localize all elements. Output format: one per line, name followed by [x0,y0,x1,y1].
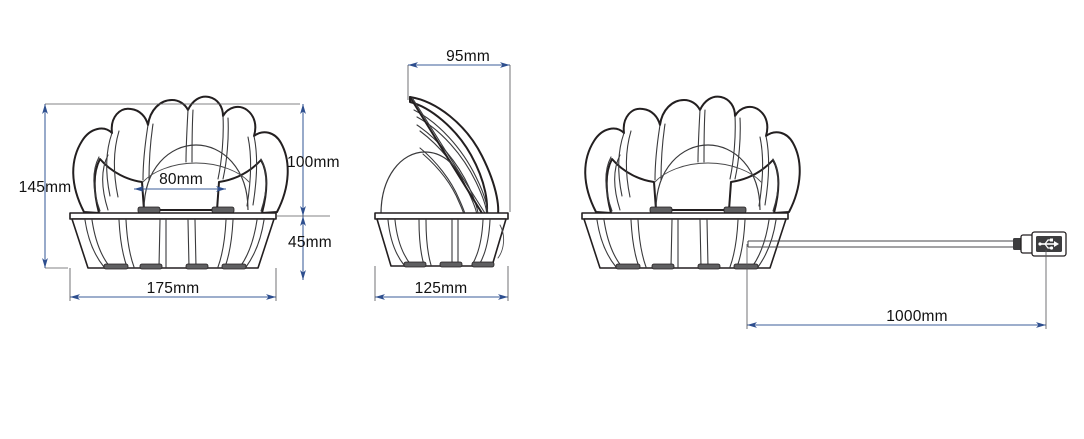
dimension-label-125mm: 125mm [415,280,468,297]
front-view: 145mm 100mm 45mm 80mm [19,95,340,301]
dimension-80mm: 80mm [134,171,226,192]
dimension-label-100mm: 100mm [287,154,340,171]
usb-trident-glyph [1038,238,1059,250]
shell-tab-right [211,206,235,214]
dimension-label-175mm: 175mm [147,280,200,297]
dimension-125mm: 125mm [374,266,509,301]
dimension-100mm: 100mm [287,104,340,216]
front-base [69,212,277,270]
dimension-label-45mm: 45mm [288,234,332,251]
side-view: 95mm 125mm [374,48,511,301]
side-shell [409,96,500,220]
dimension-175mm: 175mm [69,268,277,301]
dimension-label-1000mm: 1000mm [886,308,948,325]
front-shell [72,95,289,214]
cable-view: 1000mm [581,95,1067,329]
dimension-145mm: 145mm [19,103,300,269]
right-shell-tab-right [723,206,747,214]
dimension-95mm: 95mm [407,48,511,212]
dimension-label-80mm: 80mm [159,171,203,188]
side-base [374,212,509,268]
shell-tab-left [137,206,161,214]
usb-cable [747,240,1016,248]
dimension-label-95mm: 95mm [446,48,490,65]
dimension-45mm: 45mm [276,215,332,280]
right-shell [584,95,801,214]
usb-a-connector-icon [1013,231,1067,257]
right-shell-tab-left [649,206,673,214]
dimension-1000mm: 1000mm [746,244,1047,329]
side-globe [380,151,464,215]
dimension-label-145mm: 145mm [19,179,72,196]
